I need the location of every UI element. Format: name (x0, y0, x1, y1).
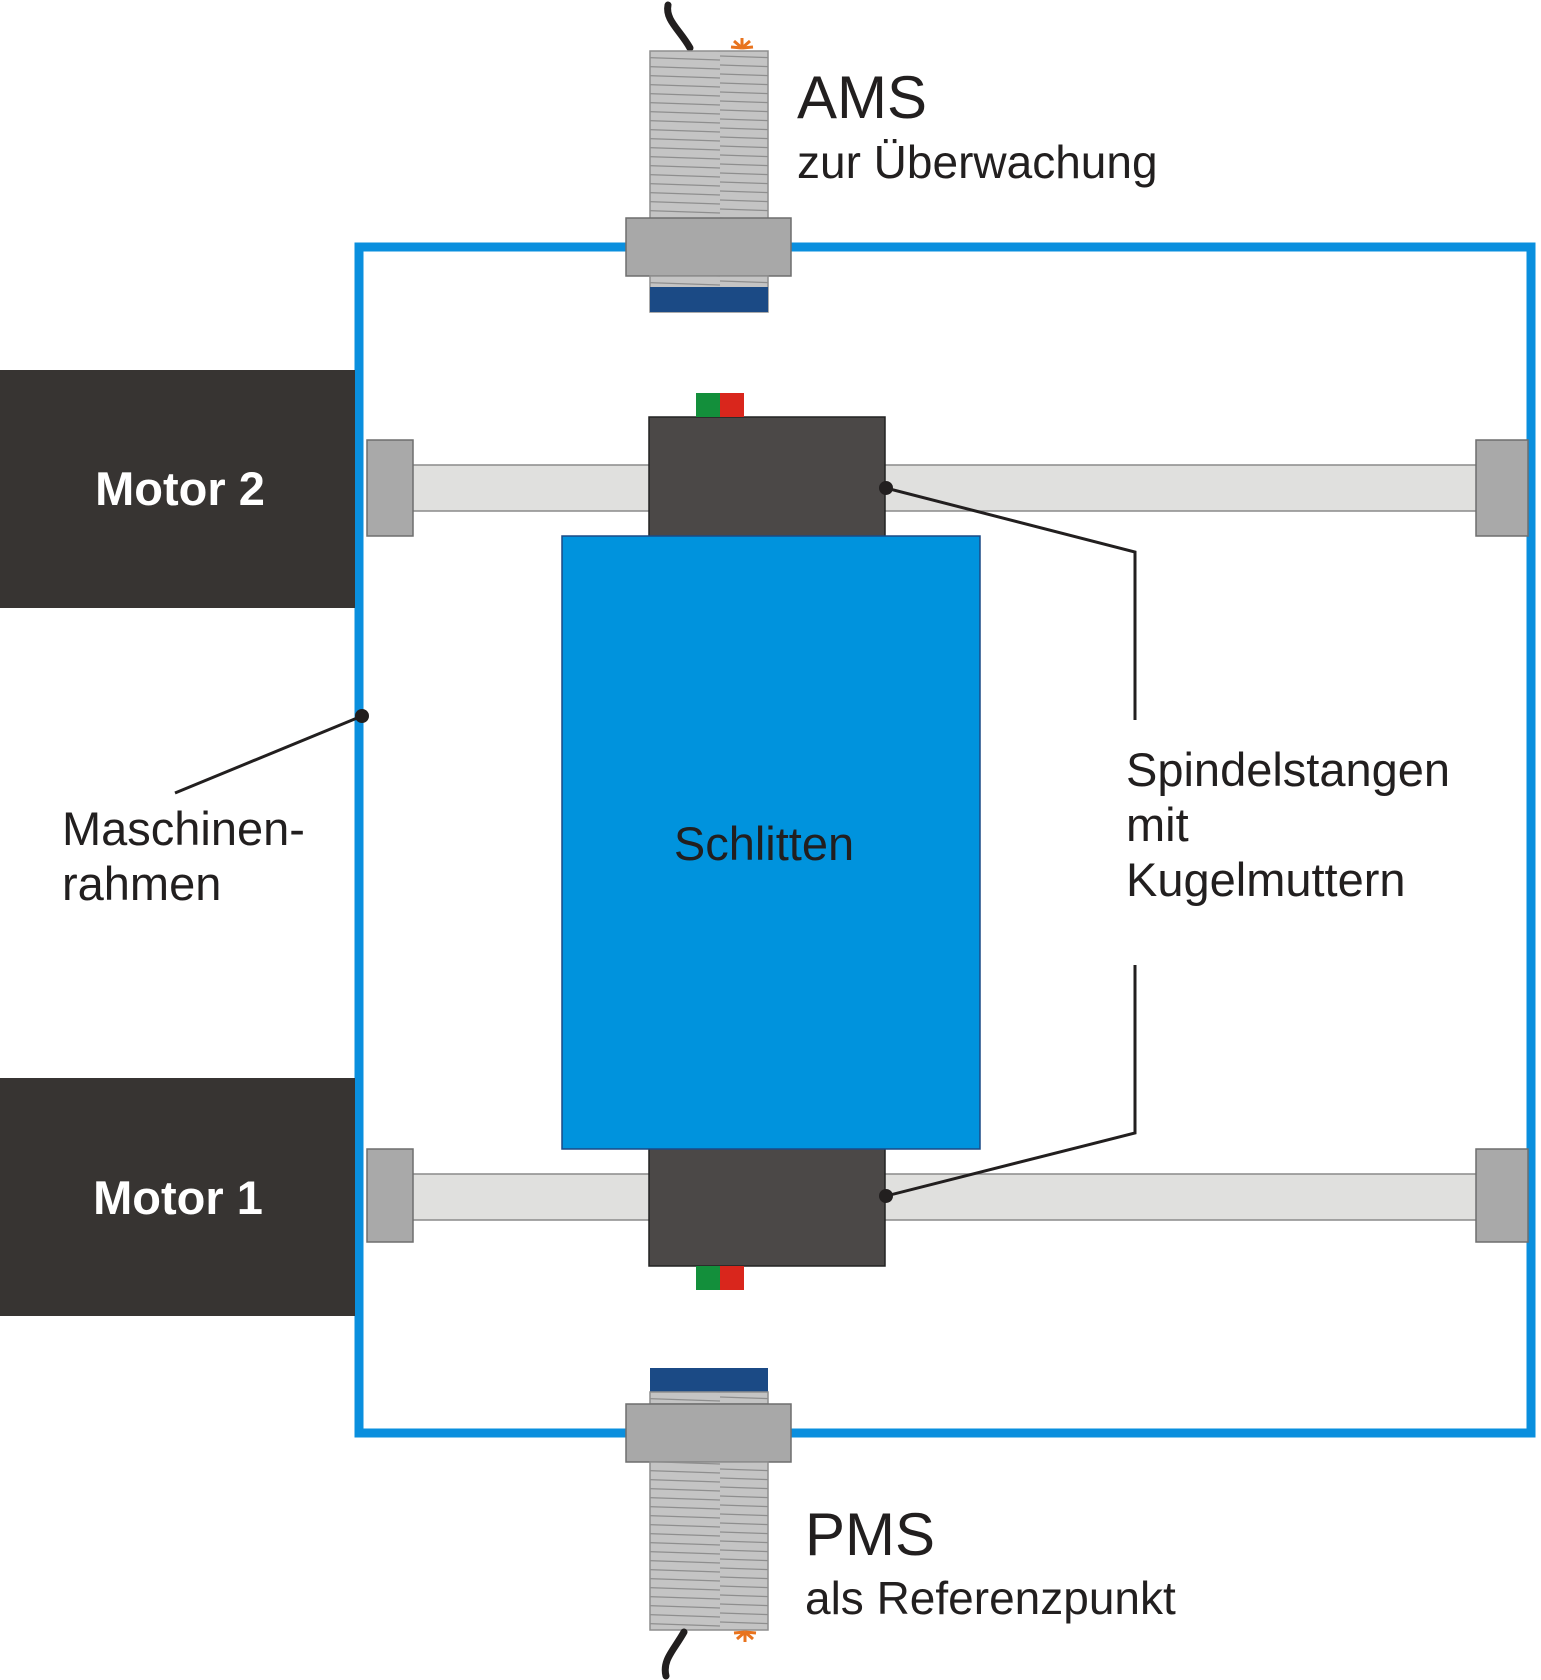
carriage-label: Schlitten (674, 817, 854, 870)
frame-label-line1: Maschinen- (62, 802, 305, 855)
pms-title: PMS (805, 1501, 935, 1568)
ams-spark-icon (730, 38, 754, 50)
ball-nut-upper (648, 416, 886, 538)
spindle-rod-upper (366, 439, 1529, 537)
bearing-lower-right (1475, 1148, 1529, 1243)
ams-subtitle: zur Überwachung (797, 136, 1158, 188)
carriage: Schlitten (561, 535, 981, 1150)
motor-2-label: Motor 2 (95, 462, 265, 515)
bearing-upper-right (1475, 439, 1529, 537)
bearing-upper-left (366, 439, 414, 537)
spindle-rod-lower (366, 1148, 1529, 1243)
ams-sensor-icon (625, 1, 792, 313)
pms-spark-icon (733, 1630, 757, 1642)
indicator-lower (696, 1266, 744, 1290)
motor-1-label: Motor 1 (93, 1171, 263, 1224)
machine-frame (354, 242, 1536, 1438)
spindle-label-line1: Spindelstangen (1126, 743, 1450, 796)
frame-leader-line (174, 709, 369, 795)
indicator-upper (696, 393, 744, 417)
spindle-leader-lines (879, 481, 1137, 1203)
ball-nut-lower (648, 1147, 886, 1267)
spindle-label-line3: Kugelmuttern (1126, 853, 1406, 906)
bearing-lower-left (366, 1148, 414, 1243)
frame-label-line2: rahmen (62, 857, 221, 910)
motor-2: Motor 2 (0, 370, 355, 608)
pms-sensor-icon (625, 1368, 792, 1680)
pms-subtitle: als Referenzpunkt (805, 1572, 1176, 1624)
ams-title: AMS (797, 64, 927, 131)
spindle-label-line2: mit (1126, 798, 1189, 851)
motor-1: Motor 1 (0, 1078, 355, 1316)
